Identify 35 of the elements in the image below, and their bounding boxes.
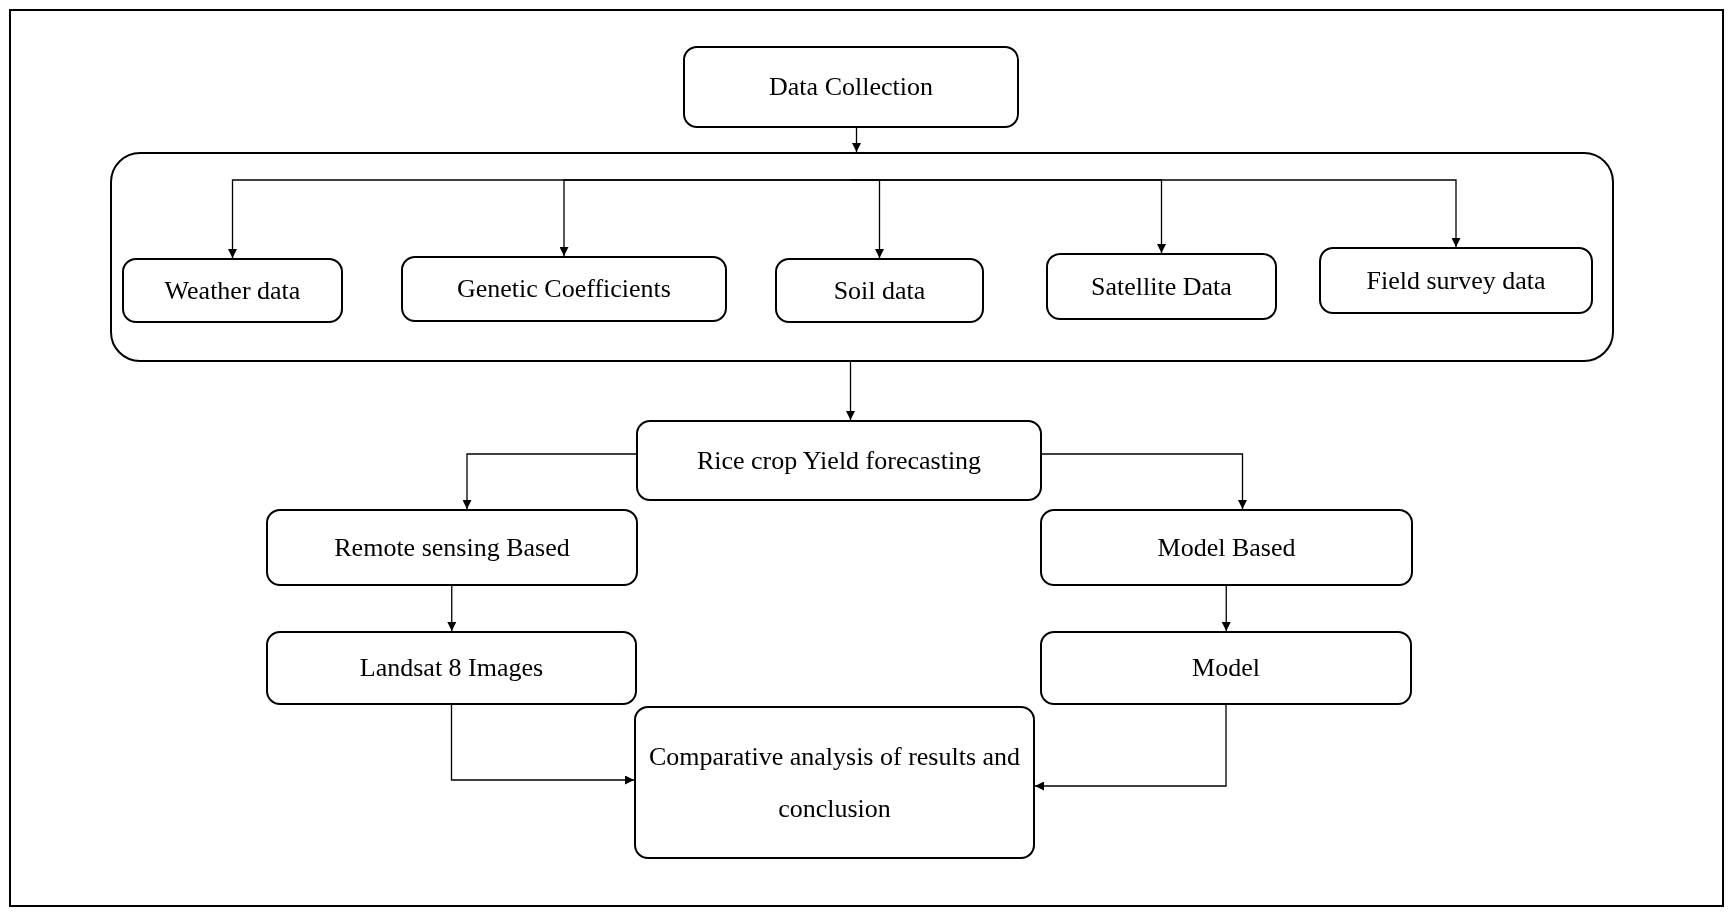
arrow [559,179,852,257]
process-box [1040,631,1412,705]
group-box [110,152,1614,362]
process-box [1046,253,1277,320]
node-label: Soil data [832,274,927,307]
node-label: Landsat 8 Images [358,652,545,685]
node-label: Data Collection [768,71,934,104]
node-label: Field survey data [1365,264,1547,297]
node-label: Satellite Data [1090,270,1233,303]
arrow [852,127,861,153]
node-label: Weather data [163,274,302,307]
arrow [850,179,1461,248]
process-box [634,706,1035,859]
node-label: Comparative analysis of results and conclusion [647,740,1022,825]
process-box [266,509,638,586]
arrow [846,361,855,421]
arrow [1221,585,1231,632]
node-label: Model Based [1156,531,1297,564]
node-label: Remote sensing Based [333,531,571,564]
process-box [1040,509,1413,586]
node-label: Model [1191,652,1261,685]
process-box [683,46,1019,128]
node-label: Rice crop Yield forecasting [695,444,983,477]
process-box [775,258,984,323]
process-box [401,256,727,322]
node-label: Genetic Coefficients [456,273,672,306]
process-box [636,420,1042,501]
arrow [447,585,457,632]
process-box [122,258,343,323]
arrow [462,453,637,510]
process-box [266,631,637,705]
arrow [1041,453,1247,510]
arrow [450,704,635,785]
process-box [1319,247,1593,314]
arrow [1034,704,1227,791]
